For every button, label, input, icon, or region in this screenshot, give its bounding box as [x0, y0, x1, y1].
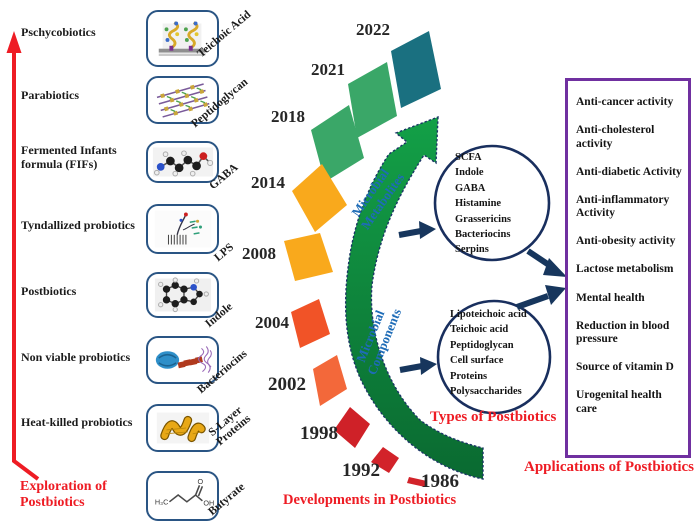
application-item: Mental health [576, 291, 645, 304]
axis-label-pschycobiotics: Pschycobiotics [21, 25, 96, 39]
teichoic-acid-icon [158, 20, 205, 56]
components-item: Proteins [450, 370, 488, 382]
blade-2018 [311, 105, 364, 182]
svg-text:H₃C: H₃C [154, 498, 167, 507]
indole-molecule-icon [154, 277, 211, 313]
year-1986: 1986 [421, 471, 459, 492]
year-2002: 2002 [268, 374, 306, 395]
svg-text:O: O [197, 477, 203, 486]
blade-1986 [407, 477, 427, 487]
metabolites-item: Bacteriocins [455, 229, 511, 241]
metabolites-circle [433, 144, 551, 262]
peptidoglycan-icon [156, 83, 209, 118]
bacteriocins-card [146, 336, 219, 384]
connector-arrows [398, 221, 567, 375]
applications-caption: Applications of Postbiotics [524, 459, 695, 475]
s-layer-card [146, 404, 219, 452]
blade-2022 [391, 31, 441, 108]
application-item: Anti-diabetic Activity [576, 165, 682, 178]
metabolites-item: Indole [455, 167, 484, 179]
types-caption: Types of Postbiotics [430, 409, 557, 425]
year-2018: 2018 [271, 107, 305, 126]
gaba-card [146, 141, 219, 183]
application-item: Anti-cholesterol activity [576, 124, 655, 150]
teichoic-acid-card [146, 10, 219, 67]
bacteriocins-icon [155, 346, 212, 373]
year-1992: 1992 [342, 460, 380, 481]
components-item: Teichoic acid [450, 324, 509, 336]
timeline-blades [284, 31, 441, 487]
components-item: Lipoteichoic acid [450, 309, 527, 320]
application-item: Urogenital health care [576, 389, 662, 415]
blade-2004 [291, 299, 330, 348]
application-item: Anti-cancer activity [576, 96, 674, 108]
year-2021: 2021 [311, 60, 345, 79]
components-item: Cell surface [450, 355, 504, 367]
timeline-caption: Developments in Postbiotics [283, 492, 457, 508]
axis-label-tyndallized: Tyndallized probiotics [21, 218, 135, 232]
axis-label-parabiotics: Parabiotics [21, 88, 79, 102]
blade-1992 [371, 447, 399, 473]
exploration-caption: Exploration of Postbiotics [20, 479, 107, 511]
blade-1998 [334, 407, 370, 448]
lps-molecule-icon [154, 210, 211, 248]
year-2004: 2004 [255, 313, 289, 332]
components-item: Peptidoglycan [450, 339, 514, 351]
year-2014: 2014 [251, 173, 285, 192]
components-list: Lipoteichoic acid Teichoic acid Peptidog… [450, 307, 527, 399]
gaba-molecule-icon [152, 147, 213, 177]
applications-box: Anti-cancer activity Anti-cholesterol ac… [565, 78, 691, 458]
year-1998: 1998 [300, 423, 338, 444]
metabolites-list: SCFA Indole GABA Histamine Grassericins … [455, 150, 511, 258]
application-item: Lactose metabolism [576, 263, 674, 276]
metabolites-item: GABA [455, 182, 486, 194]
peptidoglycan-card [146, 76, 219, 124]
svg-text:OH: OH [203, 499, 214, 508]
metabolites-item: Grassericins [455, 213, 511, 225]
application-item: Reduction in blood pressure [576, 319, 670, 346]
axis-label-postbiotics: Postbiotics [21, 284, 77, 298]
application-item: Source of vitamin D [576, 361, 674, 374]
butyrate-card: H₃C O OH [146, 471, 219, 521]
s-layer-proteins-icon [156, 412, 209, 444]
axis-label-non-viable: Non viable probiotics [21, 350, 131, 364]
exploration-arrow [6, 31, 40, 481]
year-2022: 2022 [356, 20, 390, 39]
blade-2021 [348, 62, 397, 138]
indole-card [146, 272, 219, 318]
metabolites-item: SCFA [455, 152, 482, 163]
lps-card [146, 204, 219, 254]
axis-label-heat-killed: Heat-killed probiotics [21, 415, 133, 429]
metabolites-item: Histamine [455, 198, 502, 210]
components-circle [436, 299, 552, 415]
year-2008: 2008 [242, 244, 276, 263]
axis-label-fifs: Fermented Infants formula (FIFs) [21, 143, 117, 171]
butyrate-structure-icon: H₃C O OH [154, 477, 214, 508]
blade-2014 [292, 164, 347, 232]
metabolites-item: Serpins [455, 244, 489, 256]
timeline-swoosh-arrow [344, 115, 484, 480]
components-item: Polysaccharides [450, 386, 522, 398]
blade-2008 [284, 233, 333, 281]
blade-2002 [313, 355, 347, 406]
application-item: Anti-inflammatory Activity [576, 193, 670, 220]
application-item: Anti-obesity activity [576, 235, 676, 248]
